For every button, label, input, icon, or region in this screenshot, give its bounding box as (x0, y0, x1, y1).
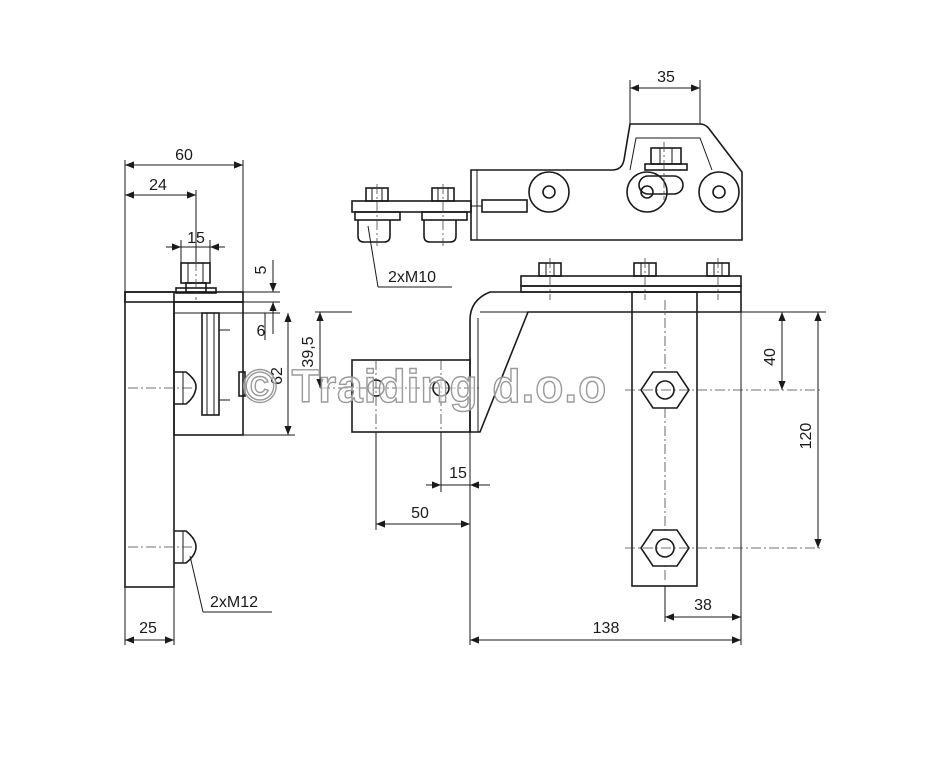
dim-overall-width: 60 (175, 147, 193, 164)
dim-cover-width: 35 (657, 69, 675, 86)
front-view: 39,5 15 50 40 120 38 138 (300, 258, 826, 645)
dim-height: 62 (269, 367, 286, 385)
dim-nut-width: 15 (187, 230, 205, 247)
dim-flange: 6 (257, 323, 266, 340)
dim-bolt-offset: 24 (149, 177, 167, 194)
dim-post-width: 38 (694, 597, 712, 614)
watermark-text: © Traiding d.o.o (243, 360, 607, 412)
dim-hole-offset: 15 (449, 465, 467, 482)
dim-arm-height: 39,5 (300, 336, 317, 367)
bolt-callout-m10: 2xM10 (388, 269, 436, 286)
bolt-callout-m12: 2xM12 (210, 594, 258, 611)
dim-top-plate: 5 (253, 265, 270, 274)
dim-hole-spacing: 50 (411, 505, 429, 522)
dim-hole-span: 120 (798, 423, 815, 450)
side-view: 60 24 15 5 6 62 25 2xM12 (124, 147, 295, 645)
dim-overall-length: 138 (593, 620, 620, 637)
dim-upper-hole: 40 (762, 348, 779, 366)
dim-base-width: 25 (139, 620, 157, 637)
top-view: 35 2xM10 (351, 69, 743, 288)
